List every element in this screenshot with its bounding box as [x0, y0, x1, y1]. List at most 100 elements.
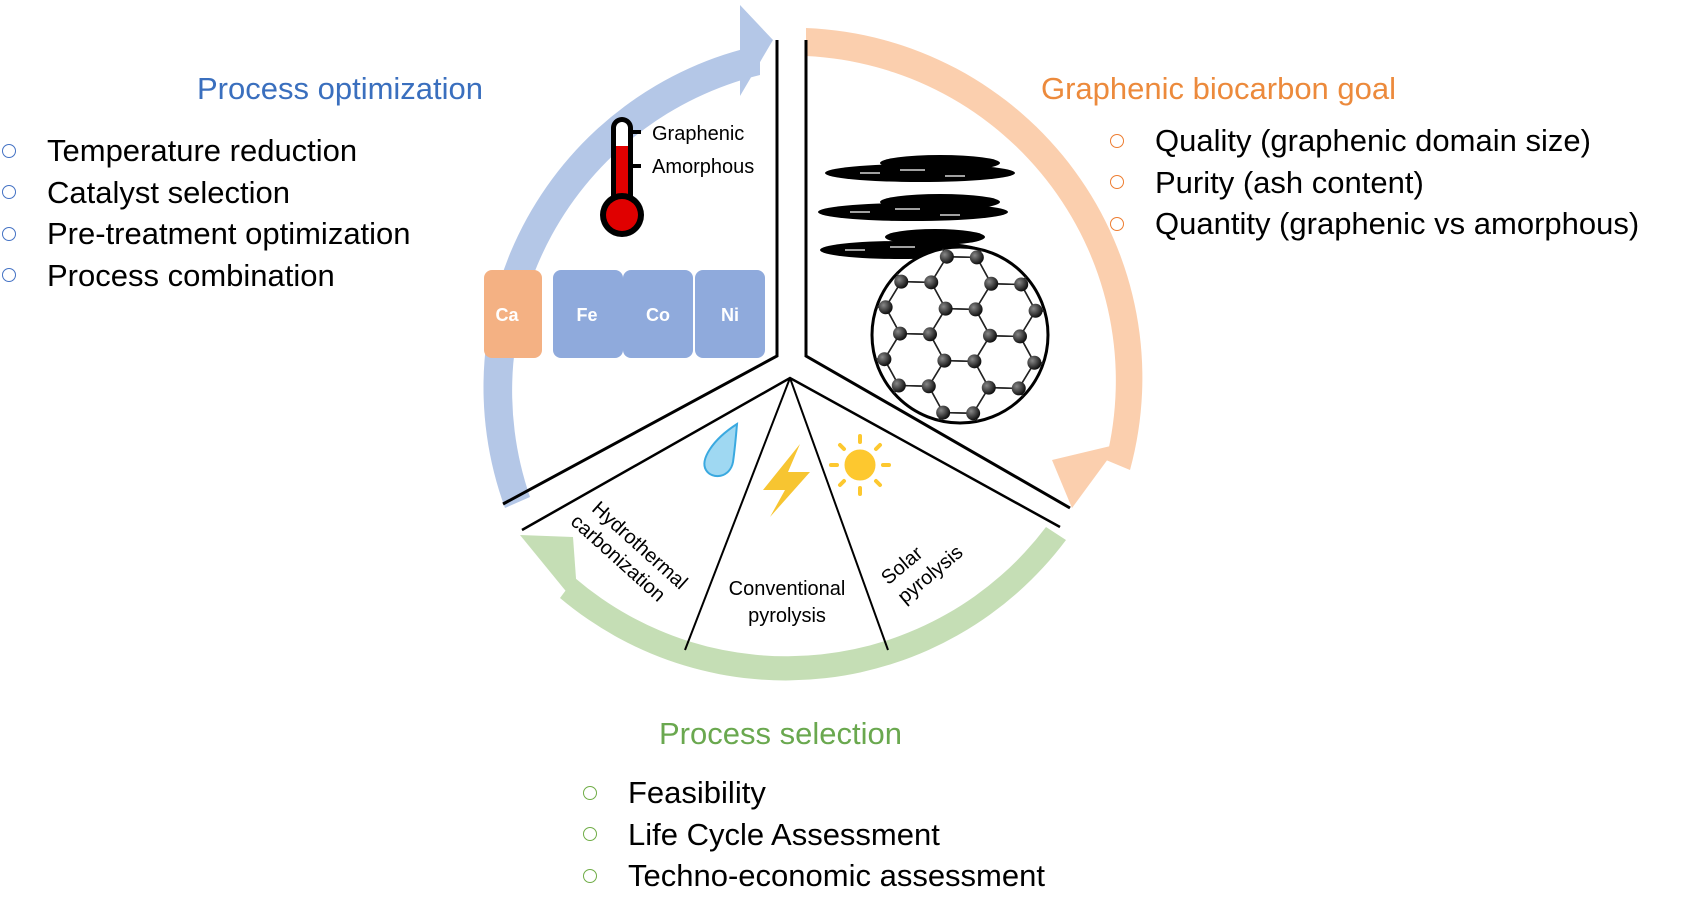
- lattice-atom: [1028, 303, 1043, 318]
- catalyst-label-co: Co: [646, 305, 670, 325]
- lattice-bond: [1070, 104, 1084, 130]
- bullet-icon: [583, 827, 597, 842]
- lattice-atom: [1009, 485, 1023, 499]
- lattice-bond: [796, 280, 812, 306]
- lattice-bond: [1244, 342, 1260, 368]
- lattice-bond: [1067, 260, 1081, 286]
- lattice-bond: [992, 232, 1022, 233]
- lattice-bond: [926, 465, 942, 491]
- lattice-bond: [1156, 314, 1170, 340]
- lattice-bond: [882, 463, 896, 489]
- lattice-bond: [889, 126, 905, 152]
- lattice-bond: [1152, 444, 1168, 470]
- catalyst-label-fe: Fe: [576, 305, 597, 325]
- lattice-bond: [1154, 340, 1170, 366]
- lattice-atom: [786, 402, 800, 416]
- list-item: Quantity (graphenic vs amorphous): [1110, 203, 1639, 245]
- lattice-bond: [808, 435, 838, 436]
- list-item: Process combination: [2, 255, 411, 297]
- bullet-icon: [2, 226, 16, 241]
- lattice-atom: [849, 300, 863, 314]
- lattice-bond: [878, 593, 894, 619]
- lattice-atom: [968, 302, 983, 317]
- lattice-atom: [761, 194, 775, 208]
- lattice-atom: [891, 378, 906, 393]
- lattice-bond: [806, 487, 836, 488]
- lattice-bond: [1021, 247, 1038, 260]
- lattice-atom: [1164, 281, 1178, 295]
- catalyst-tile-co: [623, 270, 693, 358]
- lattice-atom: [1031, 200, 1045, 214]
- lattice-bond: [898, 437, 928, 438]
- lattice-atom: [1160, 437, 1174, 451]
- lattice-atom: [1210, 256, 1224, 270]
- lattice-atom: [1146, 411, 1160, 425]
- lattice-bond: [1201, 263, 1217, 289]
- lattice-bond: [1066, 312, 1080, 338]
- goal-cycle-arrow: [806, 28, 1143, 508]
- catalyst-label-ca: Ca: [495, 305, 519, 325]
- lattice-atom: [894, 274, 909, 289]
- lattice-bond: [1244, 368, 1258, 394]
- process-optimization-list: Temperature reduction Catalyst selection…: [2, 130, 411, 296]
- list-item: Pre-treatment optimization: [2, 213, 411, 255]
- lattice-atom: [965, 458, 979, 472]
- lattice-bond: [926, 490, 940, 516]
- lattice-atom: [967, 354, 982, 369]
- lattice-atom: [1162, 385, 1176, 399]
- lattice-bond: [1079, 390, 1109, 391]
- lattice-bond: [882, 463, 896, 489]
- lattice-atom: [1078, 123, 1092, 137]
- bullet-icon: [1110, 216, 1124, 231]
- lattice-atom: [1102, 383, 1116, 397]
- selection-divider-right: [789, 377, 889, 651]
- lattice-atom: [924, 275, 939, 290]
- lattice-atom: [1071, 435, 1085, 449]
- lattice-atom: [918, 535, 932, 549]
- lattice-atom: [936, 405, 951, 420]
- lattice-bond: [794, 331, 810, 357]
- lattice-atom: [985, 225, 999, 239]
- list-item: Temperature reduction: [2, 130, 411, 172]
- lattice-bond: [988, 440, 1018, 441]
- lattice-bond: [1064, 338, 1080, 364]
- lattice-atom: [1206, 412, 1220, 426]
- lattice-bond: [1064, 338, 1080, 364]
- lattice-bond: [979, 128, 995, 154]
- lattice-bond: [1157, 262, 1171, 288]
- bullet-icon: [1110, 175, 1124, 190]
- lattice-bond: [949, 153, 979, 154]
- lattice-bond: [796, 305, 810, 331]
- lattice-bond: [835, 540, 849, 566]
- catalyst-tile-ca: [484, 270, 542, 358]
- lattice-atom: [898, 119, 912, 133]
- lattice-atom: [928, 120, 942, 134]
- lattice-atom: [1074, 279, 1088, 293]
- lattice-atom: [984, 276, 999, 291]
- list-item-text: Catalyst selection: [47, 174, 290, 210]
- lattice-bond: [677, 250, 707, 251]
- lattice-bond: [925, 516, 941, 542]
- lattice-bond: [1063, 415, 1077, 441]
- list-item: Techno-economic assessment: [583, 855, 1045, 897]
- sun-icon: [829, 434, 891, 496]
- lattice-bond: [1033, 413, 1048, 417]
- goal-sector-outline: [804, 40, 1071, 510]
- selection-arrow-band: [560, 527, 1066, 681]
- lattice-bond: [812, 228, 842, 229]
- lattice-atom: [1239, 309, 1253, 323]
- lattice-bond: [925, 516, 941, 542]
- lattice-bond: [1042, 51, 1072, 52]
- lattice-bond: [1064, 363, 1078, 389]
- catalyst-tiles: Ca Fe Co Ni: [484, 270, 765, 358]
- lattice-bond: [1070, 104, 1084, 130]
- lattice-atom: [1190, 438, 1204, 452]
- lattice-bond: [753, 201, 769, 227]
- lattice-bond: [796, 305, 810, 331]
- lattice-bond: [1199, 393, 1213, 419]
- lattice-bond: [941, 516, 971, 517]
- lattice-atom: [1015, 226, 1029, 240]
- catalyst-label-ni: Ni: [721, 305, 739, 325]
- lattice-bond: [895, 541, 925, 542]
